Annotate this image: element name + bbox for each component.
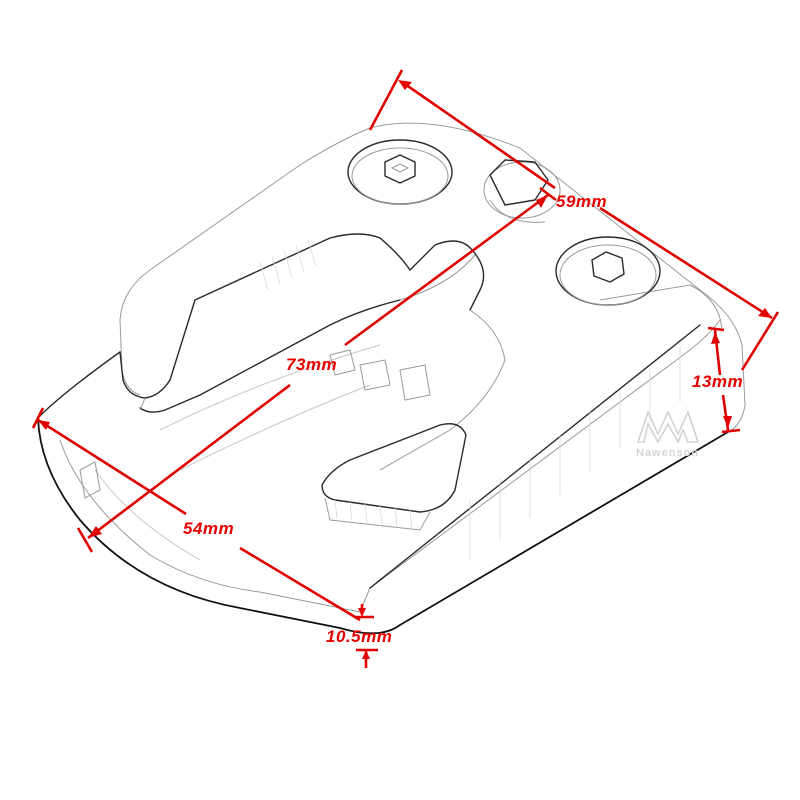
dimension-73mm bbox=[76, 186, 557, 553]
watermark-text: Nawenson bbox=[636, 447, 700, 459]
hex-socket-bolt-icon bbox=[555, 236, 661, 306]
watermark-logo-icon bbox=[636, 409, 700, 444]
dimension-54mm bbox=[31, 407, 361, 622]
stand-socket-recess bbox=[483, 159, 561, 223]
dimension-label-54mm: 54mm bbox=[183, 519, 235, 538]
dimension-label-10-5mm: 10.5mm bbox=[326, 627, 393, 646]
dimension-label-13mm: 13mm bbox=[692, 372, 744, 391]
knurled-edge bbox=[469, 346, 681, 560]
dimension-59mm bbox=[368, 69, 780, 371]
front-block-hatch bbox=[334, 499, 413, 529]
dimension-label-73mm: 73mm bbox=[286, 355, 338, 374]
knurled-band bbox=[259, 239, 317, 291]
hex-socket-bolt-icon bbox=[347, 139, 453, 205]
dimension-13mm bbox=[707, 326, 741, 434]
raised-plateau bbox=[79, 127, 506, 499]
base-plate bbox=[37, 122, 746, 635]
dimension-10-5mm bbox=[354, 604, 378, 668]
dimension-label-59mm: 59mm bbox=[556, 192, 608, 211]
front-block bbox=[321, 423, 467, 531]
